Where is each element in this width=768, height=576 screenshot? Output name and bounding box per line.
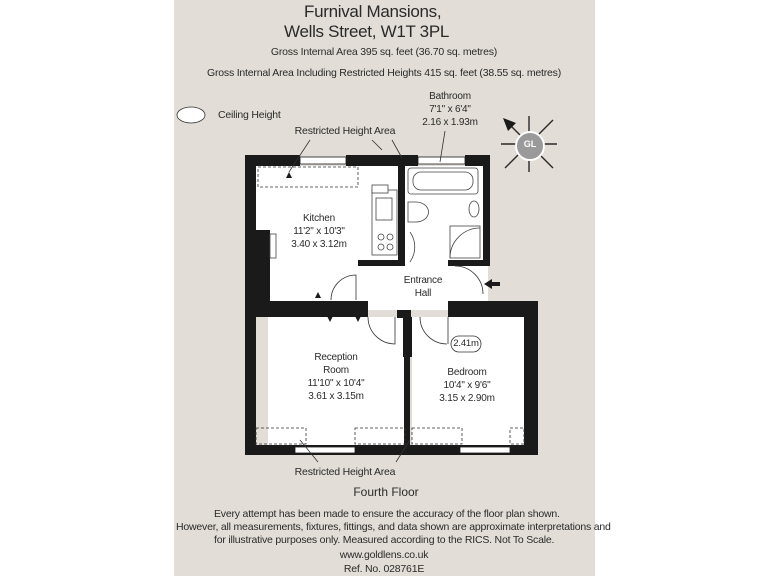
kitchen-label: Kitchen 11'2" x 10'3" 3.40 x 3.12m — [291, 213, 347, 250]
title-line-1: Furnival Mansions, — [304, 2, 442, 21]
windows — [294, 156, 511, 454]
restricted-height-label-bottom: Restricted Height Area — [294, 466, 396, 478]
compass-icon — [501, 116, 557, 172]
bedroom-ceiling-height: 2.41m — [453, 338, 479, 349]
leader-lines — [288, 130, 446, 463]
website: www.goldlens.co.uk — [339, 549, 429, 561]
ceiling-height-legend-label: Ceiling Height — [218, 109, 281, 121]
entrance-hall-label: Entrance Hall — [403, 275, 443, 299]
ceiling-height-tag — [450, 335, 482, 353]
bathroom-fixtures — [407, 167, 481, 263]
bathroom-label: Bathroom 7'1" x 6'4" 2.16 x 1.93m — [422, 91, 478, 128]
restricted-height-label-top: Restricted Height Area — [294, 125, 396, 137]
title-line-2: Wells Street, W1T 3PL — [284, 22, 450, 41]
arrows — [286, 172, 500, 322]
kitchen-fixtures — [269, 184, 398, 259]
compass-label: GL — [523, 139, 537, 149]
reception-room-label: Reception Room 11'10" x 10'4" 3.61 x 3.1… — [307, 352, 365, 402]
reference-number: Ref. No. 028761E — [343, 563, 425, 575]
walls — [245, 155, 538, 455]
floor-label: Fourth Floor — [353, 485, 419, 499]
restricted-height-areas — [255, 166, 525, 445]
bedroom-label: Bedroom 10'4" x 9'6" 3.15 x 2.90m — [439, 367, 495, 404]
door-swings — [330, 265, 484, 345]
disclaimer-line-3: for illustrative purposes only. Measured… — [214, 534, 555, 546]
gross-internal-area: Gross Internal Area 395 sq. feet (36.70 … — [270, 46, 498, 58]
ceiling-height-legend-icon — [176, 106, 206, 124]
disclaimer-line-2: However, all measurements, fixtures, fit… — [176, 521, 611, 533]
disclaimer-line-1: Every attempt has been made to ensure th… — [214, 508, 560, 520]
gross-internal-area-restricted: Gross Internal Area Including Restricted… — [206, 67, 562, 79]
